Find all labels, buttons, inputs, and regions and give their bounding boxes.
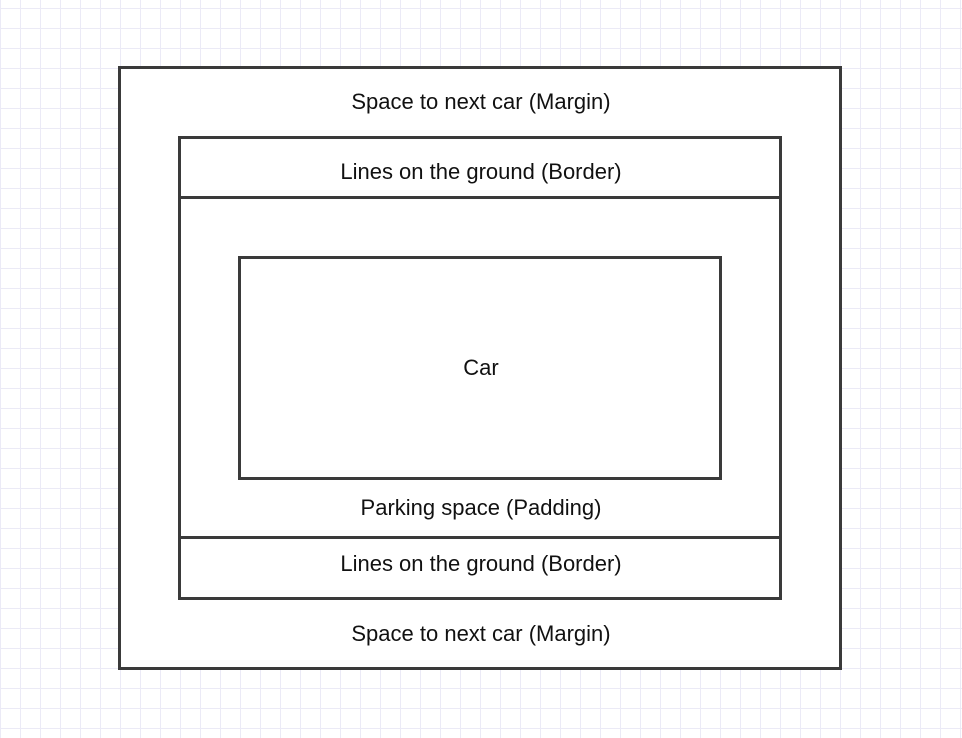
car-label: Car — [463, 355, 499, 380]
margin-bottom-label: Space to next car (Margin) — [351, 621, 611, 646]
border-top-box — [178, 136, 782, 200]
border-bottom-label: Lines on the ground (Border) — [340, 551, 622, 576]
border-bottom-box — [178, 536, 782, 600]
margin-top-label: Space to next car (Margin) — [351, 89, 611, 114]
padding-label: Parking space (Padding) — [360, 495, 602, 520]
car-content-box — [238, 256, 722, 480]
border-top-label: Lines on the ground (Border) — [340, 159, 622, 184]
